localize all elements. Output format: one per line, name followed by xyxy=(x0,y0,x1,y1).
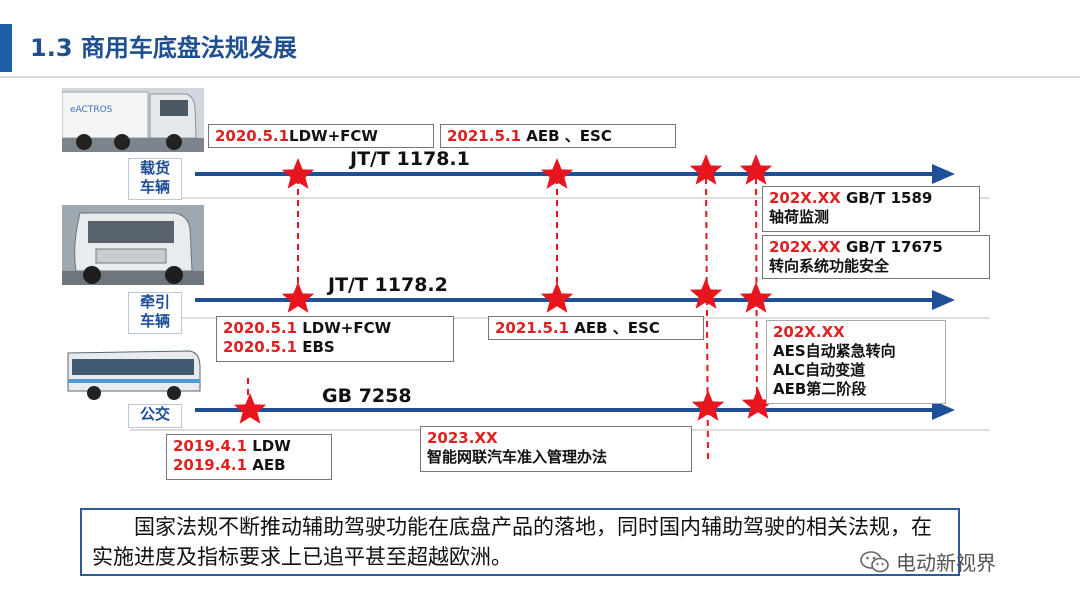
box-text: AEB 、ESC xyxy=(569,319,660,337)
standard-tractor: JT/T 1178.2 xyxy=(328,274,448,296)
row-label-bus: 公交 xyxy=(128,404,182,428)
wechat-icon xyxy=(860,550,890,579)
box-text: LDW+FCW xyxy=(297,319,392,337)
box-date: 2021.5.1 xyxy=(447,127,522,145)
row-label-line: 公交 xyxy=(139,405,170,423)
row-label-tractor: 牵引 车辆 xyxy=(128,292,182,334)
row-label-line: 车辆 xyxy=(139,178,170,196)
title-divider xyxy=(0,76,1080,78)
tractor-photo xyxy=(62,205,204,285)
arrowhead-tractor xyxy=(932,290,955,310)
box-tractor-2020: 2020.5.1 LDW+FCW 2020.5.1 EBS xyxy=(216,316,454,362)
dashed-connector-a xyxy=(705,177,709,461)
box-date: 202X.XX xyxy=(769,189,841,207)
box-date: 2019.4.1 xyxy=(173,437,248,455)
row-label-line: 牵引 xyxy=(139,293,170,311)
row-label-line: 车辆 xyxy=(139,312,170,330)
row-label-truck: 载货 车辆 xyxy=(128,158,182,200)
box-truck-202x-17675: 202X.XX GB/T 17675 转向系统功能安全 xyxy=(762,235,990,279)
star-icon xyxy=(739,282,773,313)
box-tractor-2021: 2021.5.1 AEB 、ESC xyxy=(488,316,704,340)
box-date: 2023.XX xyxy=(427,429,498,447)
box-date: 2020.5.1 xyxy=(223,338,298,356)
star-icon xyxy=(540,158,574,189)
box-text: AEB xyxy=(247,456,286,474)
arrowhead-bus xyxy=(932,400,955,420)
box-text: LDW xyxy=(247,437,291,455)
truck-photo: eACTROS xyxy=(62,88,204,152)
title-accent-bar xyxy=(0,24,12,72)
star-icon xyxy=(281,158,315,189)
box-date: 202X.XX xyxy=(773,323,845,341)
summary-text: 国家法规不断推动辅助驾驶功能在底盘产品的落地，同时国内辅助驾驶的相关法规，在实施… xyxy=(92,515,932,569)
truck-brand-text: eACTROS xyxy=(70,105,113,115)
star-icon xyxy=(281,282,315,313)
box-line: 转向系统功能安全 xyxy=(769,257,890,275)
box-bus-2019: 2019.4.1 LDW 2019.4.1 AEB xyxy=(166,434,332,480)
page-title: 1.3 商用车底盘法规发展 xyxy=(30,34,297,62)
box-truck-2021: 2021.5.1 AEB 、ESC xyxy=(440,124,676,148)
row-label-line: 载货 xyxy=(139,159,170,177)
box-text: LDW+FCW xyxy=(289,127,378,145)
box-text: AEB 、ESC xyxy=(521,127,612,145)
box-truck-202x-1589: 202X.XX GB/T 1589 轴荷监测 xyxy=(762,186,980,232)
box-line: AEB第二阶段 xyxy=(773,380,867,398)
watermark-text: 电动新视界 xyxy=(896,551,996,575)
bus-photo xyxy=(62,343,204,403)
box-text: GB/T 17675 xyxy=(840,238,943,256)
star-icon xyxy=(233,393,267,424)
standard-bus: GB 7258 xyxy=(322,385,412,407)
box-date: 2020.5.1 xyxy=(215,127,290,145)
box-line: 轴荷监测 xyxy=(769,208,830,226)
box-line: AES自动紧急转向 xyxy=(773,342,896,360)
box-bus-2023: 2023.XX 智能网联汽车准入管理办法 xyxy=(420,426,692,472)
star-icon xyxy=(691,390,725,421)
summary-text-box: 国家法规不断推动辅助驾驶功能在底盘产品的落地，同时国内辅助驾驶的相关法规，在实施… xyxy=(80,508,960,576)
box-date: 2020.5.1 xyxy=(223,319,298,337)
box-text: EBS xyxy=(297,338,335,356)
box-date: 2021.5.1 xyxy=(495,319,570,337)
star-icon xyxy=(540,282,574,313)
box-tractor-202x: 202X.XX AES自动紧急转向 ALC自动变道 AEB第二阶段 xyxy=(766,320,946,404)
arrowhead-truck xyxy=(932,164,955,184)
box-truck-2020: 2020.5.1LDW+FCW xyxy=(208,124,434,148)
box-line: 智能网联汽车准入管理办法 xyxy=(427,448,608,466)
box-date: 2019.4.1 xyxy=(173,456,248,474)
standard-truck: JT/T 1178.1 xyxy=(350,148,470,170)
box-text: GB/T 1589 xyxy=(840,189,933,207)
box-date: 202X.XX xyxy=(769,238,841,256)
box-line: ALC自动变道 xyxy=(773,361,866,379)
watermark: 电动新视界 xyxy=(860,547,996,579)
